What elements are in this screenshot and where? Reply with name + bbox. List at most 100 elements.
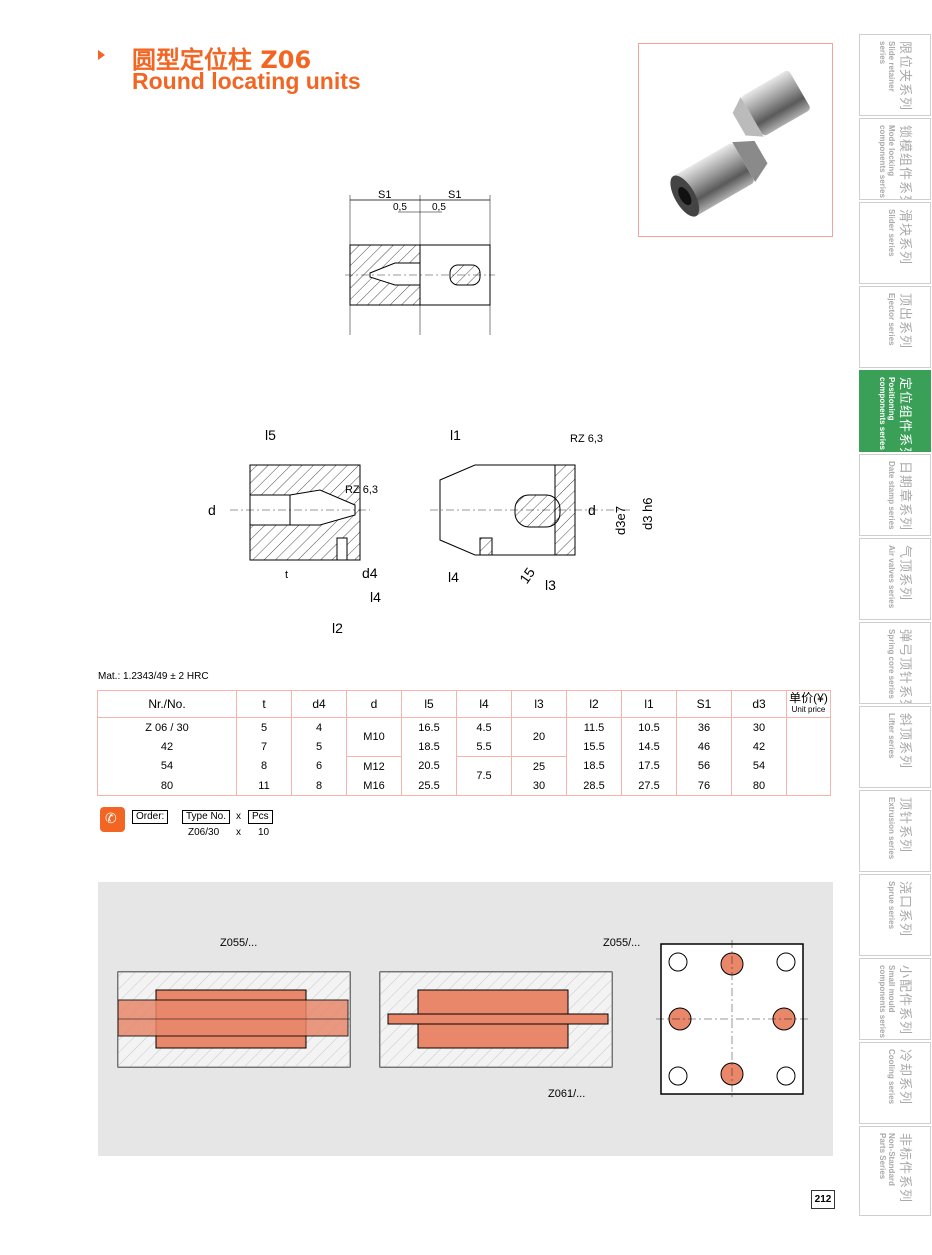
cell-t: 5	[236, 717, 292, 737]
cell-l5: 16.5	[401, 717, 457, 737]
col-header-no: Nr./No.	[97, 690, 237, 718]
applications-panel: Z055/... Z055/... Z061/...	[98, 882, 833, 1156]
dim-l3: l3	[545, 577, 556, 593]
cell-no: 42	[97, 737, 237, 757]
sidebar-item-en: Slide retainer series	[878, 41, 896, 92]
cell-t: 8	[236, 756, 292, 776]
cell-d: M12	[346, 756, 402, 776]
sidebar-item-en: Date stamp series	[887, 461, 896, 530]
cell-s1: 46	[676, 737, 732, 757]
cell-l4: 4.5	[456, 717, 512, 737]
cell-l1: 27.5	[621, 776, 677, 796]
price-header-zh: 单价(¥)	[789, 691, 828, 705]
cell-l5: 25.5	[401, 776, 457, 796]
cell-d4: 5	[291, 737, 347, 757]
sidebar-item-en: Cooling series	[887, 1049, 896, 1105]
sidebar-item-en: Mode locking components series	[878, 125, 896, 198]
col-header-d3: d3	[731, 690, 787, 718]
cell-l2: 15.5	[566, 737, 622, 757]
sidebar-item-en: Sprue series	[887, 881, 896, 930]
sidebar-item-zh: 限位夹系列	[897, 41, 912, 112]
app-label-z055-left: Z055/...	[220, 937, 257, 949]
sidebar-item-en: Extrusion series	[887, 797, 896, 860]
col-header-d: d	[346, 690, 402, 718]
cell-d4: 8	[291, 776, 347, 796]
col-header-price: 单价(¥)Unit price	[786, 690, 831, 718]
app-label-z061: Z061/...	[548, 1088, 585, 1100]
app-label-z055-right: Z055/...	[603, 937, 640, 949]
table-row: 80 11 8 M16 25.5 30 28.5 27.5 76 80	[97, 776, 831, 796]
dim-d3e7: d3e7	[613, 506, 628, 535]
material-spec: Mat.: 1.2343/49 ± 2 HRC	[98, 671, 209, 682]
cell-l2: 18.5	[566, 756, 622, 776]
col-header-t: t	[236, 690, 292, 718]
sidebar-item-zh: 日期章系列	[897, 461, 912, 532]
dim-l5: l5	[265, 427, 276, 443]
sidebar-item-en: Positioning components series	[878, 377, 896, 450]
cell-d4: 4	[291, 717, 347, 737]
cell-l1: 17.5	[621, 756, 677, 776]
phone-icon: ✆	[100, 807, 125, 832]
cell-d3: 30	[731, 717, 787, 737]
product-photo	[638, 43, 833, 237]
sidebar-item-zh: 定位组件系列	[897, 377, 912, 452]
order-x1: x	[236, 811, 241, 822]
cell-l3: 25	[511, 756, 567, 776]
sidebar-item-zh: 滑块系列	[897, 209, 912, 266]
cell-s1: 56	[676, 756, 732, 776]
cell-t: 7	[236, 737, 292, 757]
dim-gap-right: 0,5	[432, 202, 446, 213]
cell-price	[786, 737, 831, 757]
sidebar-item-zh: 斜顶系列	[897, 713, 912, 770]
cell-l5: 20.5	[401, 756, 457, 776]
dim-d-right: d	[588, 502, 596, 518]
rz-right: RZ 6,3	[570, 433, 603, 445]
cell-l3-merged: 20	[511, 717, 567, 757]
dim-s1-right: S1	[448, 189, 461, 201]
cell-price	[786, 756, 831, 776]
sidebar-item-zh: 锁模组件系列	[897, 125, 912, 200]
female-part-drawing: l5 RZ 6,3 d t d4 l4 l2	[208, 427, 381, 636]
table-row: 42 7 5 18.5 5.5 15.5 14.5 46 42	[97, 737, 831, 757]
order-label: Order:	[132, 810, 169, 824]
dim-t: t	[285, 569, 288, 581]
page-title-en: Round locating units	[132, 68, 361, 94]
sidebar-item-en: Air valves series	[887, 545, 896, 609]
sidebar-item-en: Ejector series	[887, 293, 896, 346]
sidebar-item-zh: 气顶系列	[897, 545, 912, 602]
order-pcs: Pcs	[248, 810, 273, 824]
sidebar-item-zh: 非标件系列	[897, 1133, 912, 1204]
locating-unit-illustration	[670, 70, 810, 217]
col-header-l2: l2	[566, 690, 622, 718]
col-header-l1: l1	[621, 690, 677, 718]
cell-l4: 5.5	[456, 737, 512, 757]
cell-d3: 80	[731, 776, 787, 796]
col-header-l5: l5	[401, 690, 457, 718]
sidebar-item-zh: 浇口系列	[897, 881, 912, 938]
sidebar-item-en: Slider series	[887, 209, 896, 257]
col-header-s1: S1	[676, 690, 732, 718]
sidebar-item-zh: 弹弓顶针系列	[897, 629, 912, 704]
cell-s1: 76	[676, 776, 732, 796]
page-number: 212	[811, 1190, 835, 1209]
cell-d-merged: M10	[346, 717, 402, 757]
sidebar-item-zh: 顶出系列	[897, 293, 912, 350]
cell-t: 11	[236, 776, 292, 796]
table-header-row: Nr./No. t d4 d l5 l4 l3 l2 l1 S1 d3 单价(¥…	[97, 690, 831, 718]
cell-d: M16	[346, 776, 402, 796]
